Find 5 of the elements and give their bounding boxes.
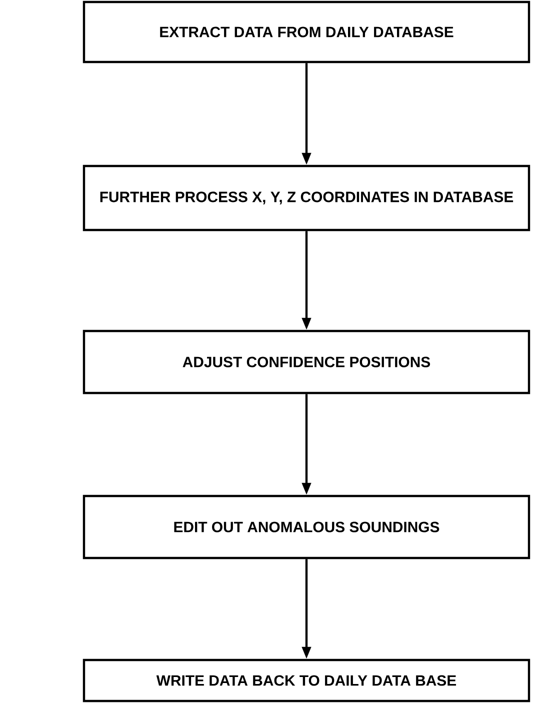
process-box: WRITE DATA BACK TO DAILY DATA BASE xyxy=(82,658,530,702)
process-box: ADJUST CONFIDENCE POSITIONS xyxy=(82,330,530,394)
process-box: FURTHER PROCESS X, Y, Z COORDINATES IN DATABASE xyxy=(82,164,530,232)
process-box: EDIT OUT ANOMALOUS SOUNDINGS xyxy=(82,494,530,560)
process-box: EXTRACT DATA FROM DAILY DATABASE xyxy=(82,0,530,64)
